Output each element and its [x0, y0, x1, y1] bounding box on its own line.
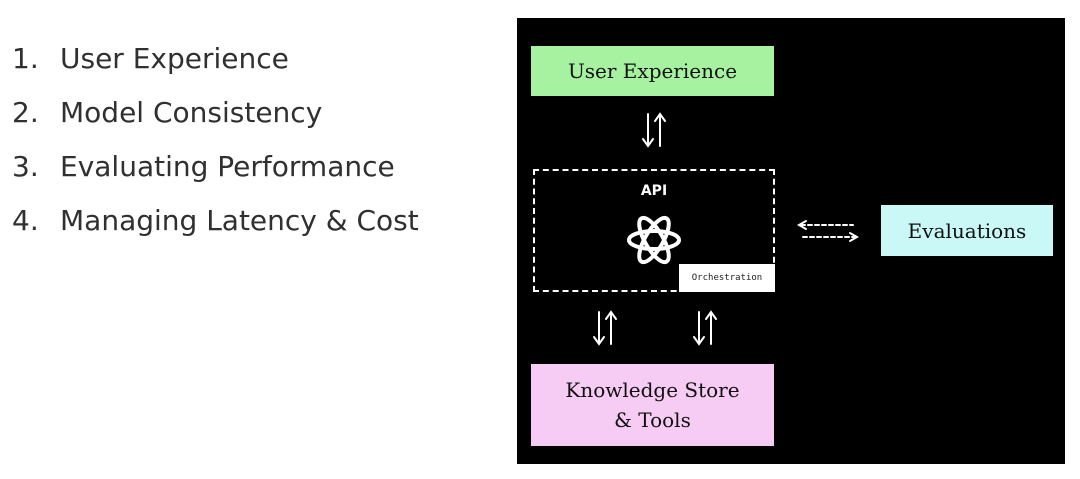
list-item-label: Model Consistency	[60, 96, 323, 129]
numbered-list: 1. User Experience 2. Model Consistency …	[12, 32, 419, 248]
list-item-number: 2.	[12, 96, 39, 129]
evaluations-label: Evaluations	[907, 218, 1027, 243]
list-item: 4. Managing Latency & Cost	[12, 194, 419, 248]
list-item-number: 3.	[12, 150, 39, 183]
list-item-label: Managing Latency & Cost	[60, 204, 419, 237]
up-down-arrows-icon	[642, 112, 666, 148]
list-item-number: 4.	[12, 204, 39, 237]
orchestration-label: Orchestration	[679, 264, 775, 292]
knowledge-store-label-line2: & Tools	[614, 408, 691, 432]
list-item: 2. Model Consistency	[12, 86, 419, 140]
up-down-arrows-icon	[593, 310, 617, 346]
user-experience-box: User Experience	[531, 46, 774, 96]
user-experience-label: User Experience	[567, 59, 738, 83]
knowledge-store-label-line1: Knowledge Store	[565, 378, 740, 402]
left-right-dashed-arrows-icon	[796, 220, 860, 242]
list-item-number: 1.	[12, 42, 39, 75]
list-item: 3. Evaluating Performance	[12, 140, 419, 194]
knowledge-store-box: Knowledge Store & Tools	[531, 364, 774, 446]
up-down-arrows-icon	[693, 310, 717, 346]
evaluations-box: Evaluations	[881, 205, 1053, 256]
api-label: API	[640, 183, 668, 199]
list-item-label: User Experience	[60, 42, 289, 75]
api-orchestration-frame: API Orchestration	[533, 169, 775, 292]
list-item: 1. User Experience	[12, 32, 419, 86]
list-item-label: Evaluating Performance	[60, 150, 395, 183]
openai-logo-icon	[627, 215, 681, 265]
architecture-diagram: User Experience API Orchestration	[517, 18, 1065, 464]
